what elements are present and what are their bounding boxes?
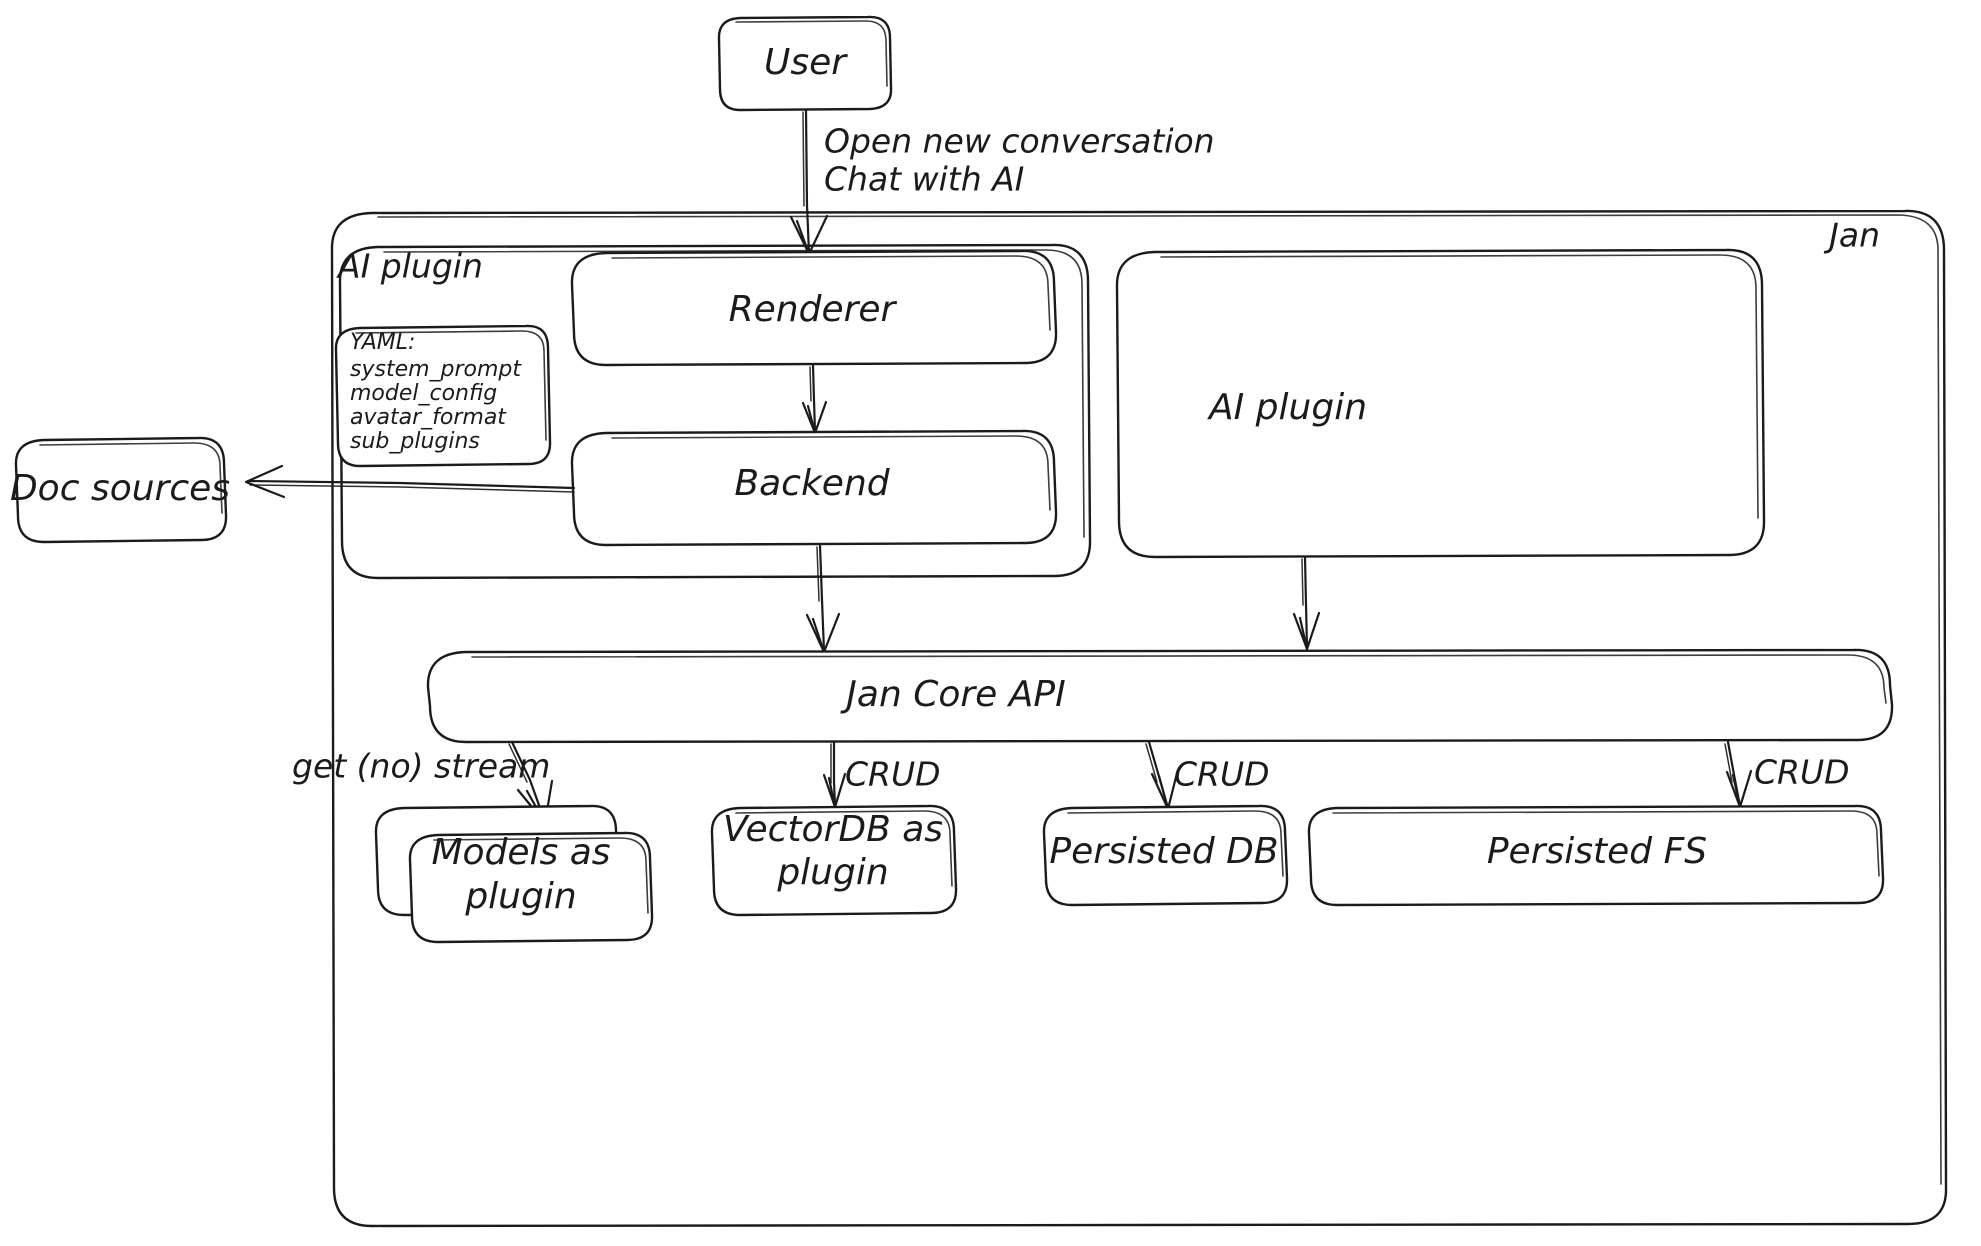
node-jan-core-api-label: Jan Core API [840, 674, 1065, 715]
edge-core-to-persisted-fs [1724, 740, 1753, 809]
edge-core-to-models-label: get (no) stream [292, 747, 550, 786]
node-doc-sources-label: Doc sources [10, 468, 230, 509]
node-backend[interactable] [570, 429, 1058, 547]
yaml-card-line-0: system_prompt [350, 357, 522, 382]
ai-plugin-container-label: AI plugin [336, 247, 483, 286]
node-models-as-plugin-label-line1: Models as [431, 832, 610, 873]
edge-backend-to-core [805, 543, 841, 654]
jan-container-label: Jan [1823, 216, 1880, 255]
edge-backend-to-doc-sources [244, 464, 576, 499]
edge-core-to-vectordb-label: CRUD [845, 755, 941, 794]
edge-ai-plugin-to-core [1292, 555, 1321, 651]
node-user[interactable] [717, 15, 893, 112]
node-persisted-db-label: Persisted DB [1049, 831, 1278, 872]
node-jan-core-api[interactable] [426, 648, 1894, 744]
node-ai-plugin-right[interactable] [1115, 248, 1766, 559]
edge-core-to-persisted-fs-label: CRUD [1754, 753, 1850, 792]
node-persisted-fs-label: Persisted FS [1487, 831, 1707, 872]
node-vectordb-as-plugin[interactable] [710, 804, 958, 917]
node-persisted-fs[interactable] [1307, 804, 1885, 907]
yaml-card[interactable] [334, 324, 552, 468]
yaml-card-line-3: sub_plugins [350, 429, 480, 454]
yaml-card-line-2: avatar_format [350, 405, 507, 430]
node-models-as-plugin[interactable] [374, 804, 654, 944]
edge-user-to-renderer-label-line1: Open new conversation [824, 122, 1215, 161]
node-vectordb-as-plugin-label-line2: plugin [776, 852, 888, 893]
edge-core-to-vectordb [822, 740, 847, 809]
edge-user-to-renderer-label-line2: Chat with AI [824, 160, 1024, 199]
edge-renderer-to-backend [801, 363, 828, 435]
jan-container[interactable] [330, 209, 1948, 1228]
node-backend-label: Backend [734, 463, 890, 504]
edge-user-to-renderer [789, 108, 829, 256]
yaml-card-title: YAML: [350, 330, 415, 355]
node-models-as-plugin-label-line2: plugin [464, 876, 576, 917]
edge-core-to-persisted-db-label: CRUD [1174, 755, 1270, 794]
node-vectordb-as-plugin-label-line1: VectorDB as [723, 809, 943, 850]
node-renderer[interactable] [570, 249, 1058, 367]
node-user-label: User [764, 42, 848, 83]
ai-plugin-container[interactable] [338, 243, 1092, 580]
edge-core-to-persisted-db [1145, 740, 1179, 811]
node-ai-plugin-right-label: AI plugin [1207, 387, 1367, 428]
node-persisted-db[interactable] [1042, 804, 1289, 907]
node-renderer-label: Renderer [729, 289, 898, 330]
yaml-card-line-1: model_config [350, 381, 497, 406]
node-doc-sources[interactable] [14, 436, 228, 544]
